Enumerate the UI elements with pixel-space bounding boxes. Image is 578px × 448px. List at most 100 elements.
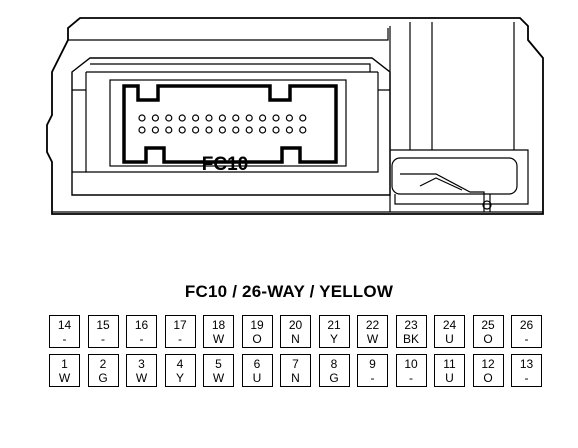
pin-wire-color: O: [483, 370, 493, 385]
pin-cell: 26-: [511, 315, 542, 348]
pin-cell: 9-: [357, 354, 388, 387]
pin-cell: 14-: [49, 315, 80, 348]
cavity: [165, 114, 173, 122]
pin-wire-color: -: [370, 370, 375, 385]
pin-number: 23: [404, 317, 418, 332]
pin-wire-color: W: [212, 331, 225, 346]
pin-wire-color: -: [524, 370, 529, 385]
cavity: [138, 126, 146, 134]
cavity: [165, 126, 173, 134]
pin-number: 16: [134, 317, 149, 332]
pin-number: 26: [519, 317, 534, 332]
pin-wire-color: W: [212, 370, 225, 385]
cavity: [218, 126, 226, 134]
pin-wire-color: U: [445, 331, 454, 346]
pin-wire-color: W: [135, 370, 148, 385]
housing-outline: [46, 17, 544, 215]
pin-number: 1: [61, 356, 68, 371]
pin-cell: 17-: [164, 315, 196, 348]
cavity: [259, 114, 267, 122]
pin-wire-color: Y: [175, 370, 184, 385]
cavity: [285, 126, 293, 134]
pin-wire-color: O: [252, 331, 262, 346]
cavity: [151, 114, 159, 122]
pin-number: 3: [138, 356, 145, 371]
pin-wire-color: O: [483, 331, 493, 346]
pin-wire-color: W: [58, 370, 71, 385]
connector-drawing: FC10: [46, 17, 544, 215]
pin-number: 9: [369, 356, 376, 371]
pin-number: 14: [57, 317, 72, 332]
latch-block: [389, 22, 529, 212]
pinout-title: FC10 / 26-WAY / YELLOW: [184, 282, 394, 301]
cavity: [259, 126, 267, 134]
pin-number: 5: [215, 356, 222, 371]
pin-number: 19: [250, 317, 264, 332]
pin-wire-color: Y: [329, 331, 338, 346]
pin-wire-color: -: [409, 370, 413, 385]
pin-number: 13: [519, 356, 534, 371]
pin-wire-color: U: [252, 370, 262, 385]
pin-number: 7: [292, 356, 299, 371]
cavity: [205, 126, 213, 134]
mating-frame: [71, 57, 391, 196]
pin-wire-color: -: [101, 331, 105, 346]
cavity: [151, 126, 159, 134]
cavity: [245, 126, 253, 134]
pin-wire-color: N: [291, 370, 300, 385]
cavity: [245, 114, 253, 122]
cavity: [178, 126, 186, 134]
pin-wire-color: G: [329, 370, 339, 385]
cavity: [192, 126, 200, 134]
cavity: [138, 114, 146, 122]
pin-number: 20: [288, 317, 303, 332]
pin-cell: 16-: [126, 315, 157, 348]
pin-number: 8: [330, 356, 338, 371]
pin-number: 6: [253, 356, 261, 371]
pin-wire-color: -: [524, 331, 529, 346]
cavity: [272, 114, 280, 122]
pin-wire-color: G: [98, 370, 108, 385]
cavity: [299, 126, 307, 134]
cavity: [232, 126, 240, 134]
cavity-outline: [122, 84, 338, 164]
pin-number: 4: [176, 356, 184, 371]
cavity: [285, 114, 293, 122]
pin-number: 2: [99, 356, 107, 371]
cavity: [205, 114, 213, 122]
pin-number: 17: [173, 317, 187, 332]
pin-cell: 15-: [87, 315, 119, 348]
pin-cell: 13-: [511, 354, 542, 387]
pin-wire-color: W: [366, 331, 379, 346]
pin-wire-color: U: [445, 370, 454, 385]
pin-wire-color: -: [139, 331, 144, 346]
pin-number: 18: [211, 317, 226, 332]
pin-wire-color: N: [291, 331, 300, 346]
housing-top-step: [68, 28, 389, 41]
pin-number: 25: [481, 317, 495, 332]
cavity: [299, 114, 307, 122]
pin-wire-color: -: [178, 331, 182, 346]
pin-number: 15: [96, 317, 110, 332]
cavity: [272, 126, 280, 134]
pin-number: 11: [443, 356, 456, 371]
pin-wire-color: BK: [402, 331, 419, 346]
pin-wire-color: -: [62, 331, 67, 346]
cavity: [192, 114, 200, 122]
pin-number: 24: [442, 317, 457, 332]
cavity-grid: [138, 114, 307, 134]
